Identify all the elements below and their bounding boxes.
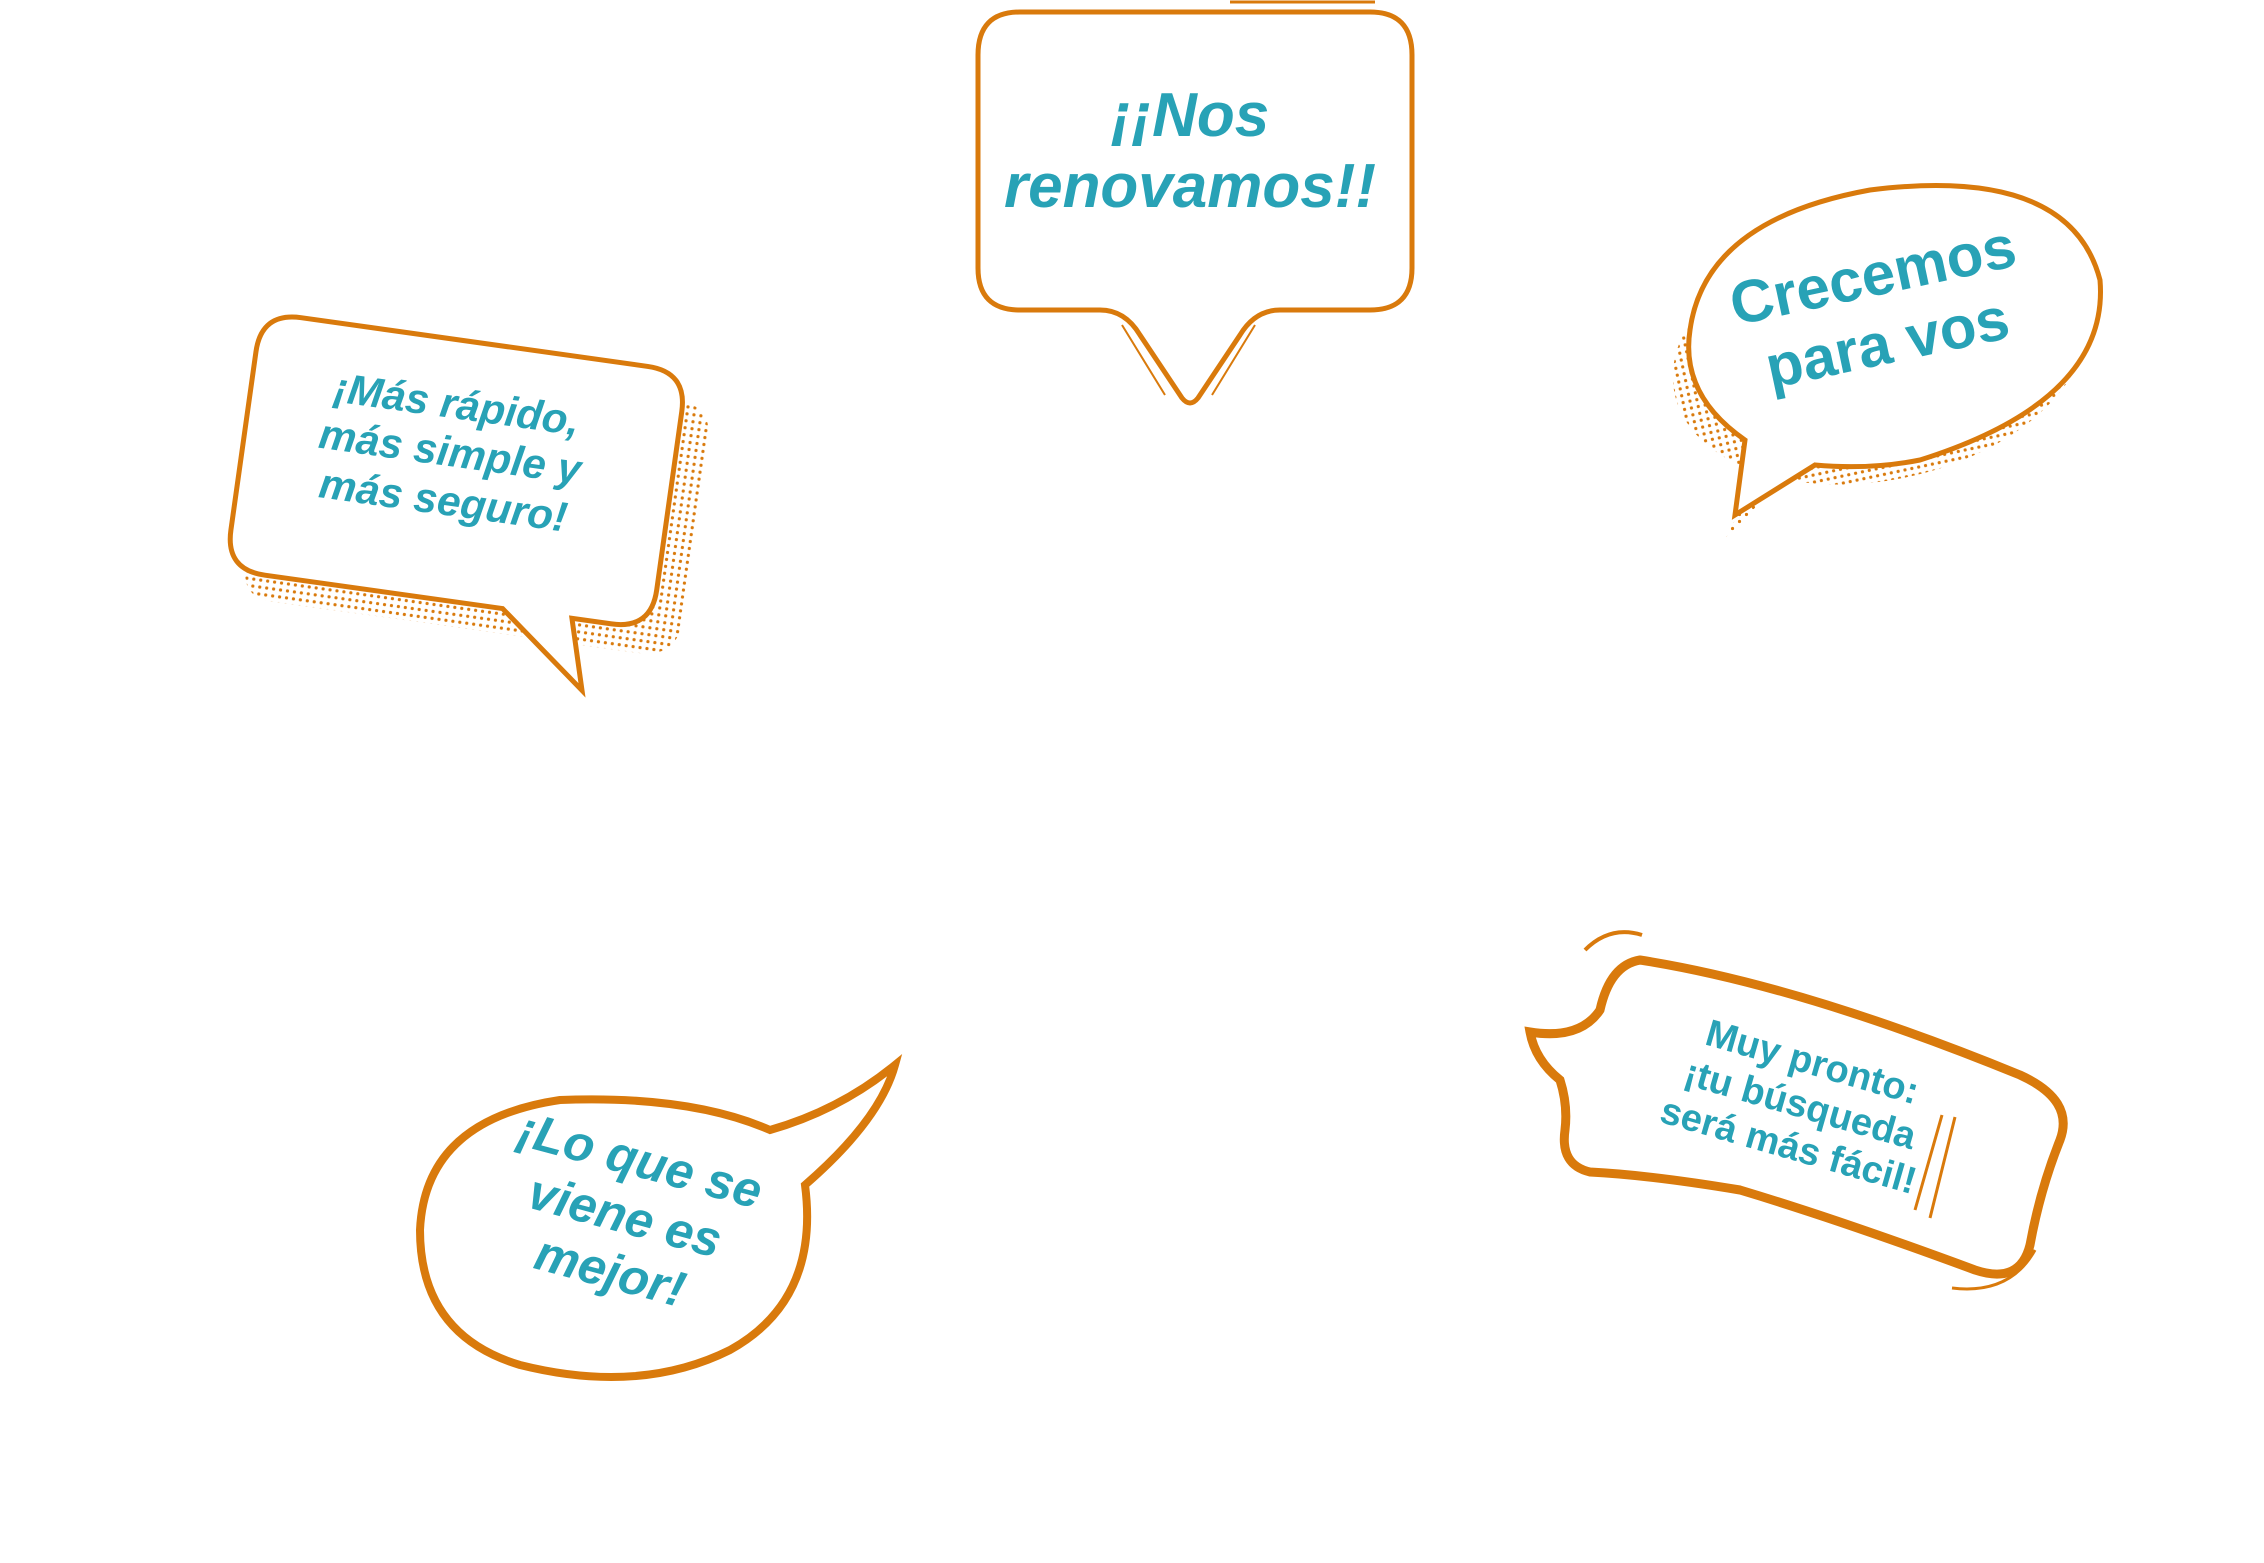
bubble-nos-renovamos-outline: [975, 0, 1415, 406]
bubble-line: ¡¡Nos: [1110, 81, 1270, 150]
bubble-nos-renovamos-text: ¡¡Nos renovamos!!: [970, 80, 1410, 223]
bubble-crecemos-outline: [1672, 183, 2103, 540]
bubble-mas-rapido-outline: [227, 314, 709, 698]
bubble-line: renovamos!!: [1003, 152, 1377, 222]
bubble-lo-que-se-viene-outline: [415, 1053, 903, 1381]
bubble-muy-pronto-outline: [1524, 930, 2068, 1291]
